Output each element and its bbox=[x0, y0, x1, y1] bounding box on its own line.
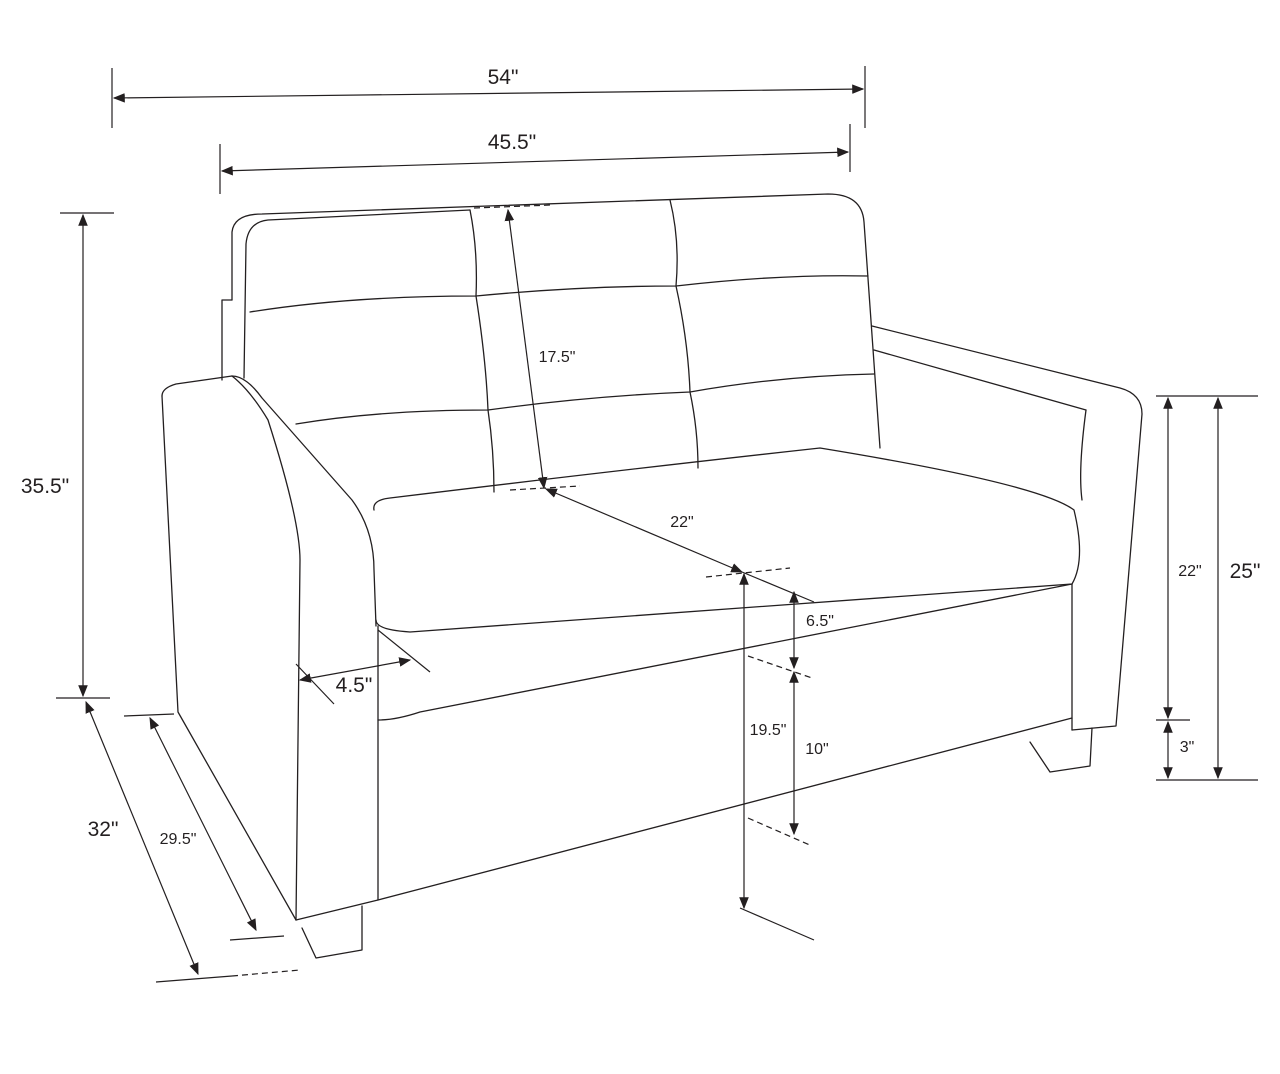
dimension-lines bbox=[56, 66, 1258, 983]
back-width-label: 45.5" bbox=[487, 131, 537, 154]
overall-depth-label: 32" bbox=[87, 818, 119, 841]
back-height-label: 17.5" bbox=[538, 349, 576, 366]
overall-width-label: 54" bbox=[487, 66, 519, 89]
arm-height-from-leg-label: 22" bbox=[1178, 563, 1202, 580]
seat-cushion-height-label: 6.5" bbox=[806, 613, 834, 630]
arm-height-label: 25" bbox=[1229, 560, 1261, 583]
leg-height-label: 3" bbox=[1179, 739, 1195, 756]
base-height-label: 10" bbox=[805, 741, 829, 758]
arm-width-label: 4.5" bbox=[335, 674, 373, 697]
sofa-outline bbox=[161, 193, 1143, 959]
seat-height-label: 19.5" bbox=[749, 722, 787, 739]
seat-depth-label: 22" bbox=[670, 514, 694, 531]
overall-height-label: 35.5" bbox=[20, 475, 70, 498]
inner-depth-label: 29.5" bbox=[159, 831, 197, 848]
